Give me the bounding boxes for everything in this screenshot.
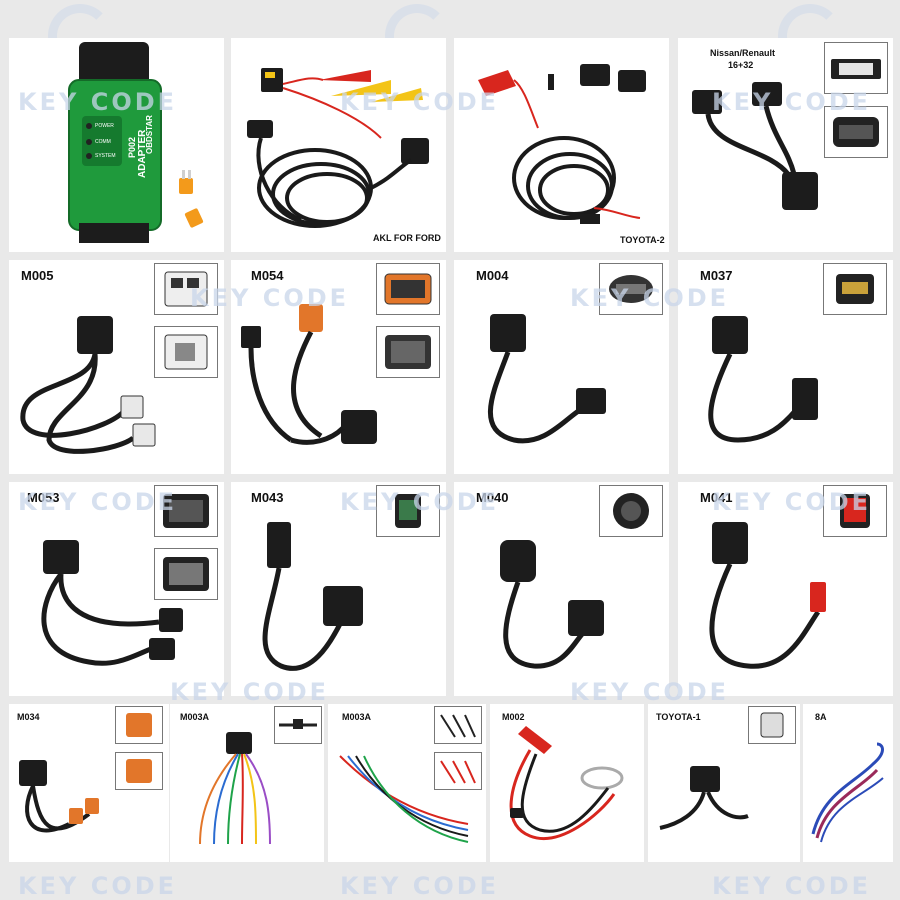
toyota-2-cable-illustration <box>478 64 646 224</box>
cell-label: TOYOTA-1 <box>656 712 701 722</box>
watermark-text: KEY CODE <box>340 872 500 900</box>
cell-label: M037 <box>700 268 733 283</box>
connector-thumbnail <box>599 485 663 537</box>
product-cell-m034[interactable]: M034 <box>9 704 169 862</box>
product-cell-m005[interactable]: M005 <box>9 260 224 474</box>
cell-label: M053 <box>27 490 60 505</box>
cell-label-line2: 16+32 <box>728 60 754 70</box>
product-cell-m003a-2[interactable]: M003A <box>328 704 486 862</box>
connector-thumbnail <box>154 485 218 537</box>
cell-label-line1: Nissan/Renault <box>710 48 776 58</box>
toyota-1-cable-illustration <box>659 766 749 830</box>
product-cell-m041[interactable]: M041 <box>678 482 893 696</box>
m041-cable-illustration <box>709 522 826 669</box>
product-cell-m002[interactable]: M002 <box>490 704 644 862</box>
connector-thumbnail <box>434 706 482 744</box>
connector-thumbnail <box>824 106 888 158</box>
product-cell-m037[interactable]: M037 <box>678 260 893 474</box>
product-cell-m040[interactable]: M040 <box>454 482 669 696</box>
connector-thumbnail <box>823 485 887 537</box>
cell-label: M034 <box>17 712 40 722</box>
m054-cable-illustration <box>241 304 377 445</box>
watermark-text: KEY CODE <box>712 872 872 900</box>
product-cell-toyota-2[interactable]: TOYOTA-2 <box>454 38 669 252</box>
connector-thumbnail <box>376 263 440 315</box>
cell-label: M040 <box>476 490 509 505</box>
cell-label: M005 <box>21 268 54 283</box>
connector-thumbnail <box>154 548 218 600</box>
cell-label: M041 <box>700 490 733 505</box>
m004-cable-illustration <box>487 314 606 444</box>
cell-label: 8A <box>815 712 827 722</box>
cell-label: M003A <box>342 712 372 722</box>
product-cell-akl-ford[interactable]: AKL FOR FORD <box>231 38 446 252</box>
cell-label: M054 <box>251 268 284 283</box>
m037-cable-illustration <box>708 316 818 443</box>
product-cell-m054[interactable]: M054 <box>231 260 446 474</box>
cell-label: M003A <box>180 712 210 722</box>
m040-cable-illustration <box>500 540 604 669</box>
connector-thumbnail <box>154 326 218 378</box>
m053-cable-illustration <box>41 540 183 666</box>
cell-label: M002 <box>502 712 525 722</box>
cell-label: M004 <box>476 268 509 283</box>
watermark-text: KEY CODE <box>18 872 178 900</box>
adapter-illustration <box>68 42 204 243</box>
product-cell-m004[interactable]: M004 <box>454 260 669 474</box>
8a-cable-illustration <box>811 742 884 843</box>
m005-cable-illustration <box>20 316 156 454</box>
connector-thumbnail <box>376 485 440 537</box>
connector-thumbnail <box>154 263 218 315</box>
product-cell-m053[interactable]: M053 <box>9 482 224 696</box>
connector-thumbnail <box>823 263 887 315</box>
product-cell-nissan-renault[interactable]: Nissan/Renault 16+32 <box>678 38 893 252</box>
product-cell-8a[interactable]: 8A <box>803 704 893 862</box>
m034-cable-illustration <box>19 760 99 833</box>
product-cell-adapter[interactable]: OBDSTAR P002 ADAPTER POWER COMM SYSTEM <box>9 38 224 252</box>
connector-thumbnail <box>376 326 440 378</box>
device-model-label: P002 <box>127 136 137 158</box>
connector-thumbnail <box>115 706 163 744</box>
product-cell-m043[interactable]: M043 <box>231 482 446 696</box>
product-cell-m003a-1[interactable]: M003A <box>170 704 324 862</box>
cell-label: TOYOTA-2 <box>620 235 665 245</box>
connector-thumbnail <box>434 752 482 790</box>
m043-cable-illustration <box>262 522 363 671</box>
m003a-1-cable-illustration <box>199 732 271 845</box>
led-system-label: SYSTEM <box>95 153 116 159</box>
connector-thumbnail <box>748 706 796 744</box>
device-name-label: ADAPTER <box>137 129 148 178</box>
connector-thumbnail <box>599 263 663 315</box>
nissan-cable-illustration <box>692 82 818 210</box>
cell-label: AKL FOR FORD <box>373 233 441 243</box>
connector-thumbnail <box>824 42 888 94</box>
led-power-label: POWER <box>95 123 114 129</box>
connector-thumbnail <box>274 706 322 744</box>
akl-ford-cable-illustration <box>247 68 429 228</box>
m002-cable-illustration <box>509 726 624 840</box>
product-cell-toyota-1[interactable]: TOYOTA-1 <box>648 704 800 862</box>
m003a-2-cable-illustration <box>339 755 469 843</box>
cell-label: M043 <box>251 490 284 505</box>
led-comm-label: COMM <box>95 139 111 145</box>
connector-thumbnail <box>115 752 163 790</box>
